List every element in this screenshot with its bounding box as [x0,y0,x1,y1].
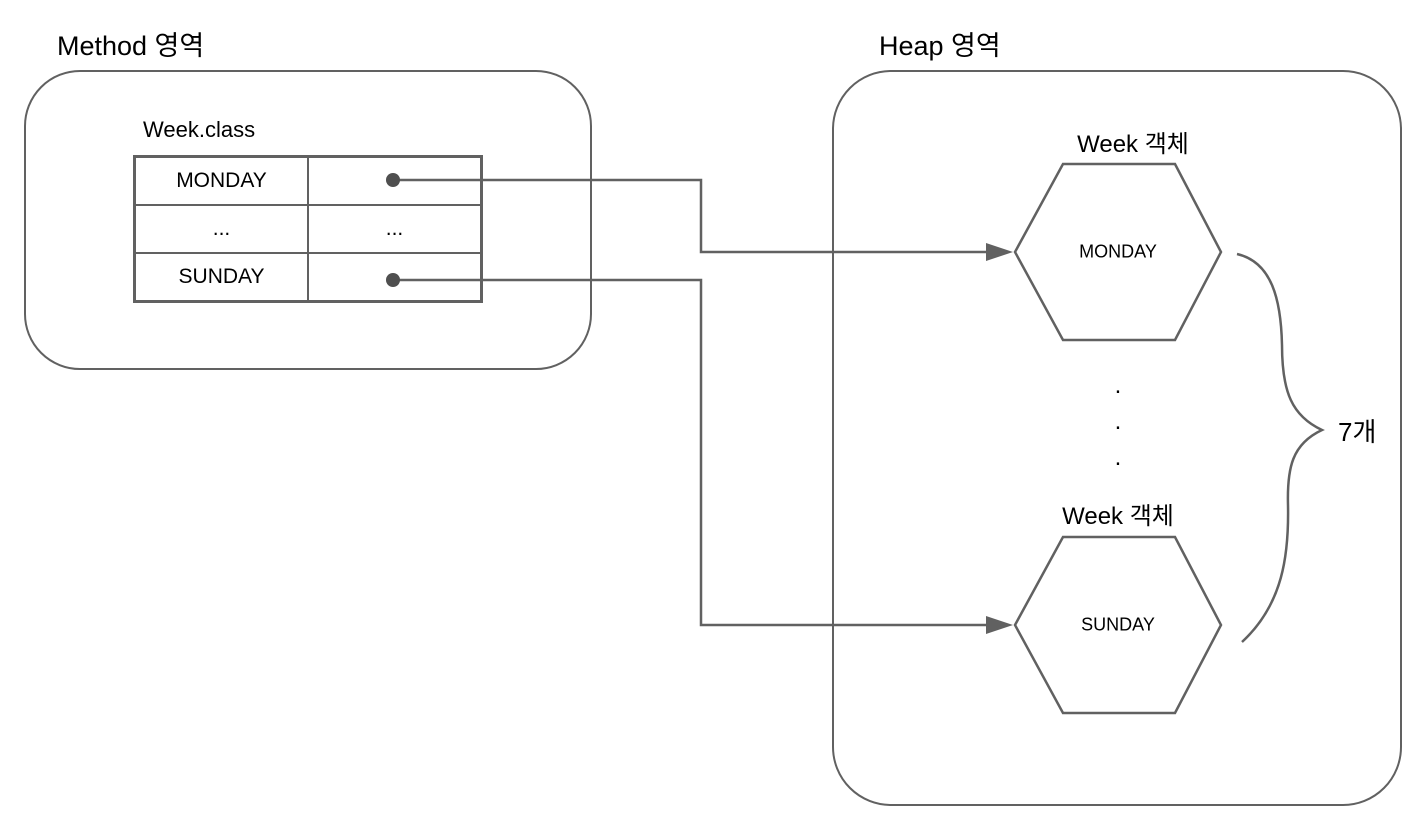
enum-pointer-cell-ellipsis: ... [308,205,481,253]
sunday-pointer-dot-icon [386,273,400,287]
count-brace [1236,252,1325,643]
heap-area-title: Heap 영역 [879,31,1001,61]
heap-area-box [832,70,1402,806]
ellipsis-dots: . . . [1114,372,1122,471]
sunday-pointer-line [398,278,988,627]
enum-name-cell-sunday: SUNDAY [135,253,308,301]
monday-pointer-dot-icon [386,173,400,187]
week-class-label: Week.class [143,117,256,142]
method-area-title: Method 영역 [57,31,205,61]
monday-arrowhead-icon [986,243,1013,261]
enum-table: MONDAY ... ... SUNDAY [133,155,483,303]
sunday-hexagon [1013,535,1223,715]
monday-hexagon [1013,162,1223,342]
count-label: 7개 [1338,417,1377,447]
sunday-hexagon-label: SUNDAY [1081,614,1155,635]
week-object-label-monday: Week 객체 [1077,131,1189,158]
monday-pointer-line [398,178,988,254]
monday-hexagon-label: MONDAY [1079,241,1157,262]
sunday-arrowhead-icon [986,616,1013,634]
method-area-box [24,70,592,370]
enum-pointer-cell-monday [308,157,481,205]
enum-pointer-cell-sunday [308,253,481,301]
enum-name-cell-ellipsis: ... [135,205,308,253]
enum-name-cell-monday: MONDAY [135,157,308,205]
week-object-label-sunday: Week 객체 [1062,503,1174,530]
